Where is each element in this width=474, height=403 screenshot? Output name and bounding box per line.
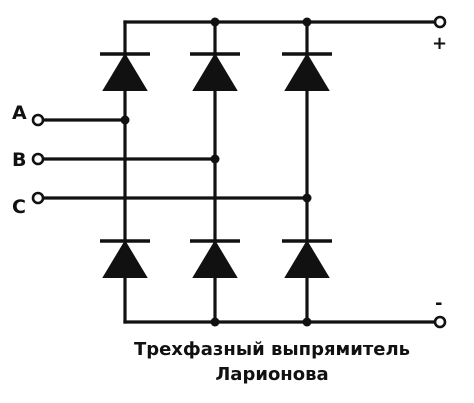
terminal-positive — [433, 15, 447, 29]
terminal-negative — [433, 315, 447, 329]
label-negative: - — [435, 293, 442, 314]
junction-phase-a — [120, 115, 130, 125]
junction-top-c — [302, 17, 312, 27]
terminal-c — [31, 191, 45, 205]
diode-upper-c — [282, 52, 332, 91]
caption-line-2: Ларионова — [215, 364, 328, 385]
diode-lower-b — [190, 239, 240, 278]
terminal-b — [31, 152, 45, 166]
diode-upper-b — [190, 52, 240, 91]
junction-bottom-b — [210, 317, 220, 327]
label-phase-c: C — [12, 196, 26, 218]
junction-top-b — [210, 17, 220, 27]
junction-phase-c — [302, 193, 312, 203]
caption-line-1: Трехфазный выпрямитель — [134, 339, 410, 360]
diode-upper-a — [100, 52, 150, 91]
label-positive: + — [432, 33, 447, 54]
junction-phase-b — [210, 154, 220, 164]
diode-lower-c — [282, 239, 332, 278]
junction-bottom-c — [302, 317, 312, 327]
terminal-a — [31, 113, 45, 127]
diode-lower-a — [100, 239, 150, 278]
label-phase-b: B — [12, 149, 26, 171]
label-phase-a: A — [12, 102, 27, 124]
